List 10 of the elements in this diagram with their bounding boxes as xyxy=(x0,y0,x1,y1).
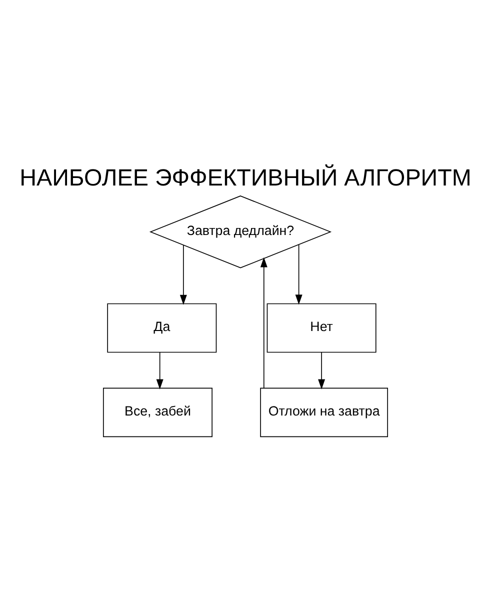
arrow xyxy=(156,352,164,390)
node-box: Отложи на завтра xyxy=(260,388,388,438)
node-box: Нет xyxy=(266,303,376,353)
arrow xyxy=(318,352,326,390)
arrow xyxy=(295,244,302,305)
diagram-title: НАИБОЛЕЕ ЭФФЕКТИВНЫЙ АЛГОРИТМ xyxy=(20,164,472,190)
node-box: Все, забей xyxy=(103,388,212,438)
node-box: Да xyxy=(107,303,217,353)
arrow xyxy=(180,244,187,305)
arrow xyxy=(260,257,268,388)
